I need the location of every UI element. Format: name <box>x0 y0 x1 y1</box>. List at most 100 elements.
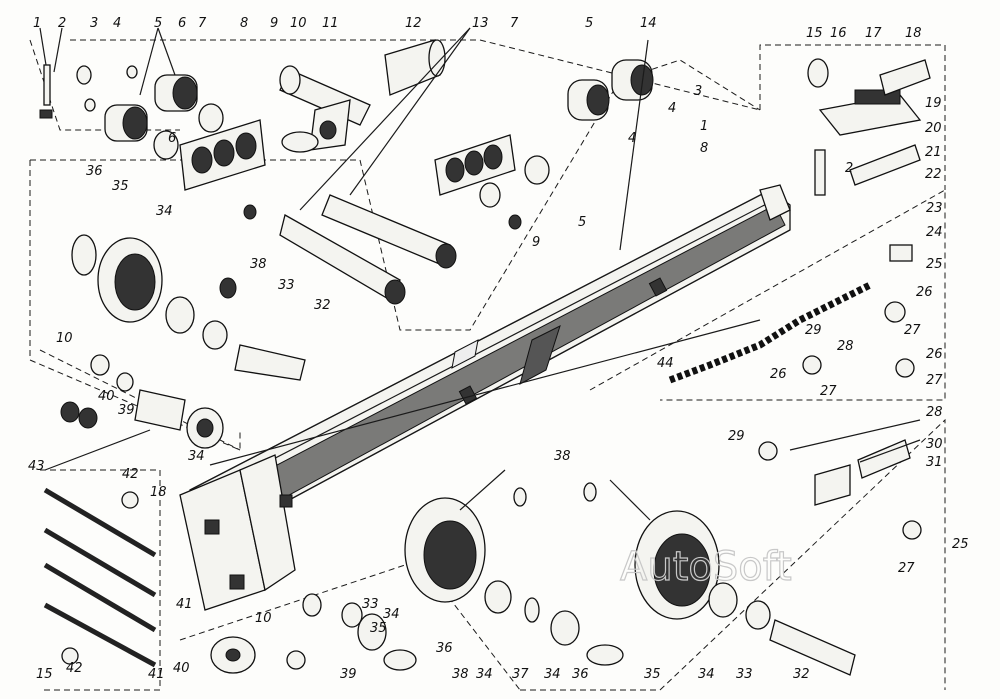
callout-number: 5 <box>578 215 586 230</box>
callout-number: 3 <box>90 16 98 31</box>
callout-number: 21 <box>925 145 942 160</box>
callout-number: 25 <box>926 257 943 272</box>
callout-numbers: 1 2 3 4 5 6 7 6 8 9 10 11 12 13 7 5 14 1… <box>28 16 969 682</box>
callout-number: 20 <box>925 121 942 136</box>
callout-number: 15 <box>806 26 823 41</box>
callout-number: 16 <box>830 26 847 41</box>
callout-number: 10 <box>290 16 307 31</box>
callout-number: 33 <box>278 278 295 293</box>
callout-number: 34 <box>156 204 173 219</box>
callout-number: 26 <box>916 285 933 300</box>
top-left-parts <box>39 64 266 191</box>
callout-number: 9 <box>270 16 278 31</box>
callout-number: 43 <box>28 459 45 474</box>
callout-number: 1 <box>33 16 41 31</box>
callout-number: 27 <box>926 373 943 388</box>
callout-number: 7 <box>510 16 519 31</box>
callout-number: 37 <box>512 667 529 682</box>
callout-number: 6 <box>168 131 176 146</box>
callout-number: 27 <box>820 384 837 399</box>
callout-number: 5 <box>585 16 593 31</box>
callout-number: 41 <box>148 667 165 682</box>
callout-number: 3 <box>694 84 702 99</box>
callout-number: 6 <box>178 16 186 31</box>
group-boundaries <box>29 39 946 691</box>
callout-number: 38 <box>250 257 267 272</box>
callout-number: 15 <box>36 667 53 682</box>
callout-number: 29 <box>805 323 822 338</box>
callout-number: 25 <box>952 537 969 552</box>
callout-number: 32 <box>314 298 331 313</box>
callout-number: 39 <box>118 403 135 418</box>
watermark: AutoSoft <box>620 544 792 590</box>
callout-number: 34 <box>476 667 493 682</box>
callout-number: 23 <box>926 201 943 216</box>
callout-number: 31 <box>926 455 943 470</box>
callout-number: 39 <box>340 667 357 682</box>
callout-number: 34 <box>698 667 715 682</box>
callout-number: 40 <box>98 389 115 404</box>
top-right-parts <box>807 58 931 196</box>
callout-number: 32 <box>793 667 810 682</box>
callout-number: 8 <box>700 141 708 156</box>
callout-number: 38 <box>554 449 571 464</box>
callout-number: 4 <box>628 131 636 146</box>
rods <box>43 487 157 668</box>
callout-number: 24 <box>926 225 943 240</box>
callout-number: 26 <box>926 347 943 362</box>
callout-number: 13 <box>472 16 489 31</box>
callout-number: 42 <box>66 661 83 676</box>
callout-number: 17 <box>865 26 882 41</box>
callout-number: 30 <box>926 437 943 452</box>
callout-number: 44 <box>657 356 674 371</box>
shafts-top <box>279 39 457 305</box>
callout-number: 29 <box>728 429 745 444</box>
main-beam <box>179 184 791 611</box>
callout-number: 18 <box>905 26 922 41</box>
callout-number: 28 <box>837 339 854 354</box>
callout-number: 36 <box>572 667 589 682</box>
callout-number: 10 <box>56 331 73 346</box>
callout-number: 19 <box>925 96 942 111</box>
callout-number: 26 <box>770 367 787 382</box>
callout-number: 35 <box>644 667 661 682</box>
left-pulley <box>60 234 306 449</box>
callout-number: 27 <box>898 561 915 576</box>
callout-number: 14 <box>640 16 657 31</box>
callout-number: 36 <box>86 164 103 179</box>
callout-number: 10 <box>255 611 272 626</box>
callout-number: 11 <box>322 16 339 31</box>
chain-assembly <box>668 244 922 540</box>
callout-number: 5 <box>154 16 162 31</box>
callout-number: 38 <box>452 667 469 682</box>
callout-number: 9 <box>532 235 540 250</box>
callout-number: 33 <box>736 667 753 682</box>
callout-number: 2 <box>845 161 853 176</box>
callout-number: 34 <box>188 449 205 464</box>
callout-number: 34 <box>544 667 561 682</box>
callout-number: 4 <box>668 101 676 116</box>
callout-number: 41 <box>176 597 193 612</box>
callout-number: 22 <box>925 167 942 182</box>
callout-number: 34 <box>383 607 400 622</box>
callout-number: 18 <box>150 485 167 500</box>
callout-number: 28 <box>926 405 943 420</box>
callout-number: 1 <box>700 119 708 134</box>
callout-number: 2 <box>58 16 66 31</box>
callout-number: 12 <box>405 16 422 31</box>
callout-number: 36 <box>436 641 453 656</box>
callout-number: 27 <box>904 323 921 338</box>
callout-number: 33 <box>362 597 379 612</box>
callout-number: 42 <box>122 467 139 482</box>
callout-number: 7 <box>198 16 207 31</box>
callout-number: 40 <box>173 661 190 676</box>
callout-number: 35 <box>112 179 129 194</box>
center-top-parts <box>243 59 654 230</box>
bottom-pulleys <box>210 482 856 676</box>
callout-number: 35 <box>370 621 387 636</box>
leader-lines <box>39 27 921 521</box>
callout-number: 4 <box>113 16 121 31</box>
callout-number: 8 <box>240 16 248 31</box>
